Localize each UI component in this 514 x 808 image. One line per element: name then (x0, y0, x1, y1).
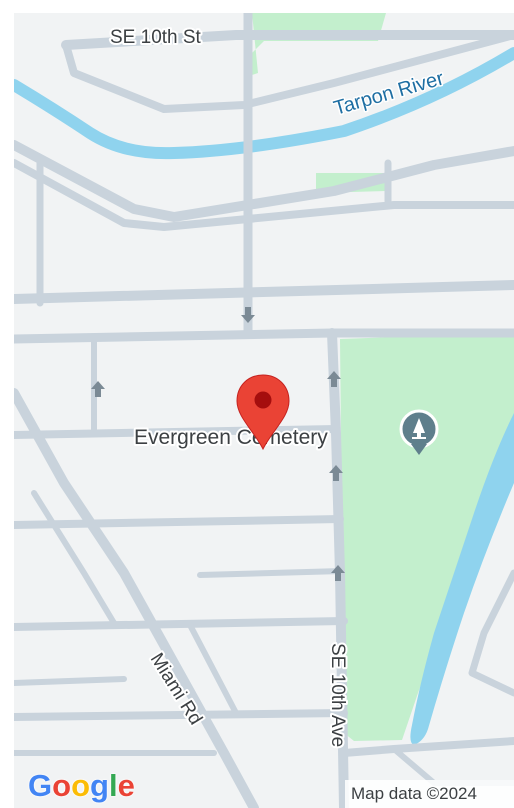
arrow-up-icon (91, 381, 105, 397)
google-logo-letter: o (71, 768, 90, 803)
google-logo-letter: o (52, 768, 72, 803)
arrow-up-icon (327, 371, 341, 387)
one-way-arrows (91, 307, 345, 581)
google-logo-letter: G (28, 768, 53, 803)
map-canvas[interactable]: SE 10th St Tarpon River Miami Rd SE 10th… (14, 13, 514, 808)
map-attribution[interactable]: Map data ©2024 (345, 780, 514, 808)
street-label-se-10th-ave: SE 10th Ave (327, 643, 348, 747)
cemetery-icon[interactable] (399, 409, 439, 455)
location-marker-icon[interactable] (236, 374, 290, 451)
google-logo-letter: g (90, 768, 109, 803)
street-label-se-10th-st: SE 10th St (110, 27, 202, 48)
google-logo-letter: l (108, 768, 118, 803)
tarpon-river (14, 47, 514, 160)
arrow-up-icon (329, 465, 343, 481)
cemetery-park-area (340, 333, 514, 741)
canal-water (410, 413, 514, 745)
park-area-north (252, 13, 386, 75)
google-logo-letter: e (117, 768, 135, 803)
map-layer: SE 10th St Tarpon River Miami Rd SE 10th… (14, 13, 514, 808)
road-network (14, 13, 514, 808)
poi-label-evergreen-cemetery[interactable]: Evergreen Cemetery (132, 424, 330, 451)
arrow-up-icon (331, 565, 345, 581)
google-logo[interactable]: Google (28, 768, 135, 804)
arrow-down-icon (241, 307, 255, 323)
